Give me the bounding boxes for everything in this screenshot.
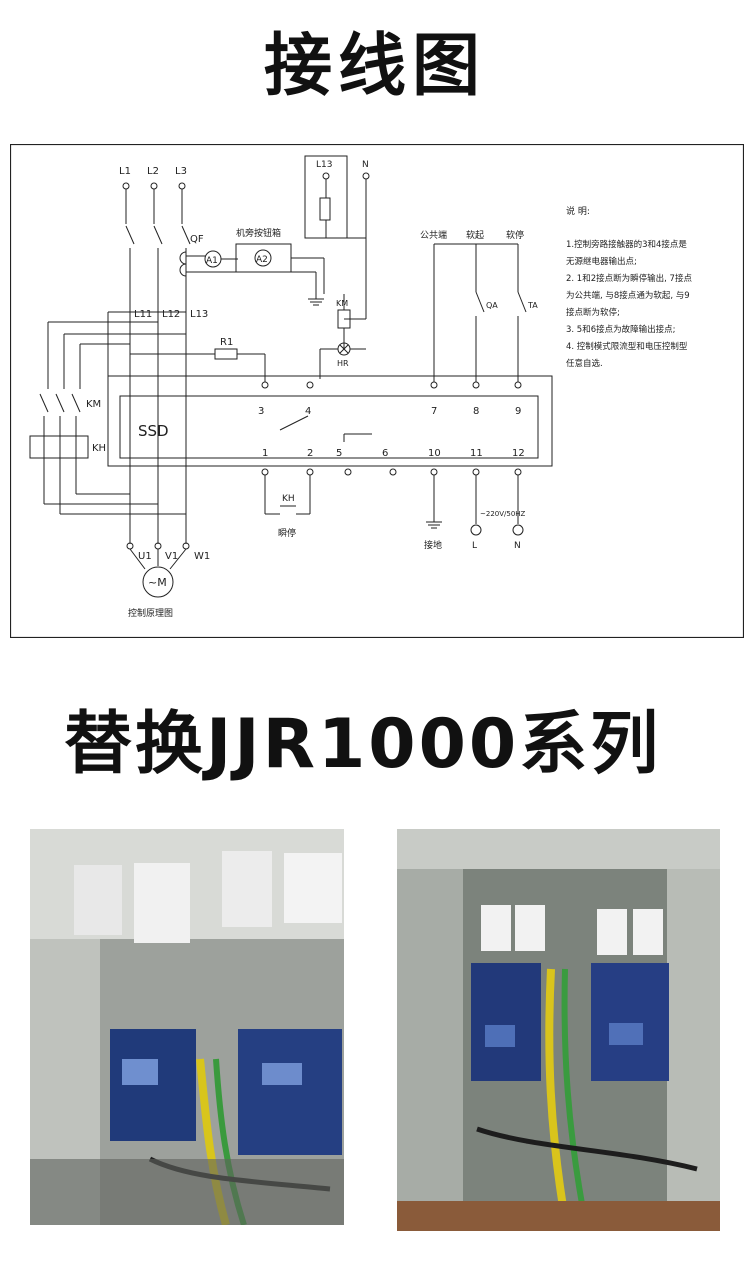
label-common: 公共端 — [420, 229, 447, 241]
label-button-box: 机旁按钮箱 — [236, 227, 281, 239]
label-stop: 瞬停 — [278, 527, 296, 539]
note-line-6: 3. 5和6接点为故障输出接点; — [566, 324, 676, 335]
note-line-2: 无源继电器输出点; — [566, 256, 637, 267]
label-w1: W1 — [194, 551, 210, 562]
label-l11: L11 — [134, 309, 152, 320]
terminal-11: 11 — [470, 448, 483, 459]
note-line-1: 1.控制旁路接触器的3和4接点是 — [566, 239, 687, 250]
note-line-8: 任意自选. — [566, 358, 603, 369]
label-l12: L12 — [162, 309, 180, 320]
terminal-4: 4 — [305, 406, 311, 417]
diagram-caption: 控制原理图 — [128, 607, 173, 619]
terminal-8: 8 — [473, 406, 479, 417]
terminal-1: 1 — [262, 448, 268, 459]
terminal-5: 5 — [336, 448, 342, 459]
terminal-9: 9 — [515, 406, 521, 417]
label-km-coil: KM — [336, 299, 348, 308]
label-hr: HR — [337, 359, 349, 368]
note-line-5: 接点断为软停; — [566, 307, 620, 318]
terminal-12: 12 — [512, 448, 525, 459]
notes-title: 说 明: — [566, 205, 590, 217]
note-line-4: 为公共端, 与8接点通为软起, 与9 — [566, 290, 690, 301]
label-l1: L1 — [119, 166, 131, 177]
label-soft-stop: 软停 — [506, 229, 524, 241]
label-l3: L3 — [175, 166, 187, 177]
label-l-terminal: L — [472, 541, 477, 551]
label-a2: A2 — [256, 255, 268, 265]
installation-photo-right — [397, 829, 720, 1231]
label-ta: TA — [527, 301, 538, 310]
label-u1: U1 — [138, 551, 152, 562]
label-l13: L13 — [190, 309, 208, 320]
label-ssd: SSD — [138, 422, 169, 440]
terminal-10: 10 — [428, 448, 441, 459]
terminal-6: 6 — [382, 448, 388, 459]
label-soft-start: 软起 — [466, 229, 484, 241]
label-n-terminal: N — [514, 541, 521, 551]
label-n-top: N — [362, 160, 369, 170]
label-kh: KH — [92, 443, 106, 454]
motor-symbol: ~M — [148, 576, 167, 589]
label-v1: V1 — [165, 551, 178, 562]
label-km: KM — [86, 399, 101, 410]
note-line-3: 2. 1和2接点断为瞬停输出, 7接点 — [566, 273, 692, 284]
terminal-7: 7 — [431, 406, 437, 417]
label-l2: L2 — [147, 166, 159, 177]
label-kh-button: KH — [282, 494, 295, 504]
installation-photo-left — [30, 829, 344, 1225]
terminal-3: 3 — [258, 406, 264, 417]
label-fuse: L13 — [316, 160, 332, 170]
label-r1: R1 — [220, 337, 233, 348]
label-qa: QA — [486, 301, 498, 310]
label-qf: QF — [190, 234, 204, 245]
page-title: 接线图 — [263, 27, 486, 106]
label-power: ~220V/50HZ — [480, 510, 526, 518]
replacement-title: 替换JJR1000系列 — [64, 705, 662, 784]
note-line-7: 4. 控制模式限流型和电压控制型 — [566, 341, 688, 352]
label-a1: A1 — [206, 256, 218, 266]
wiring-diagram: L1 L2 L3 QF 机旁按钮箱 A1 A2 L13 N KM HR L11 … — [10, 144, 744, 638]
terminal-2: 2 — [307, 448, 313, 459]
label-ground: 接地 — [424, 539, 442, 551]
